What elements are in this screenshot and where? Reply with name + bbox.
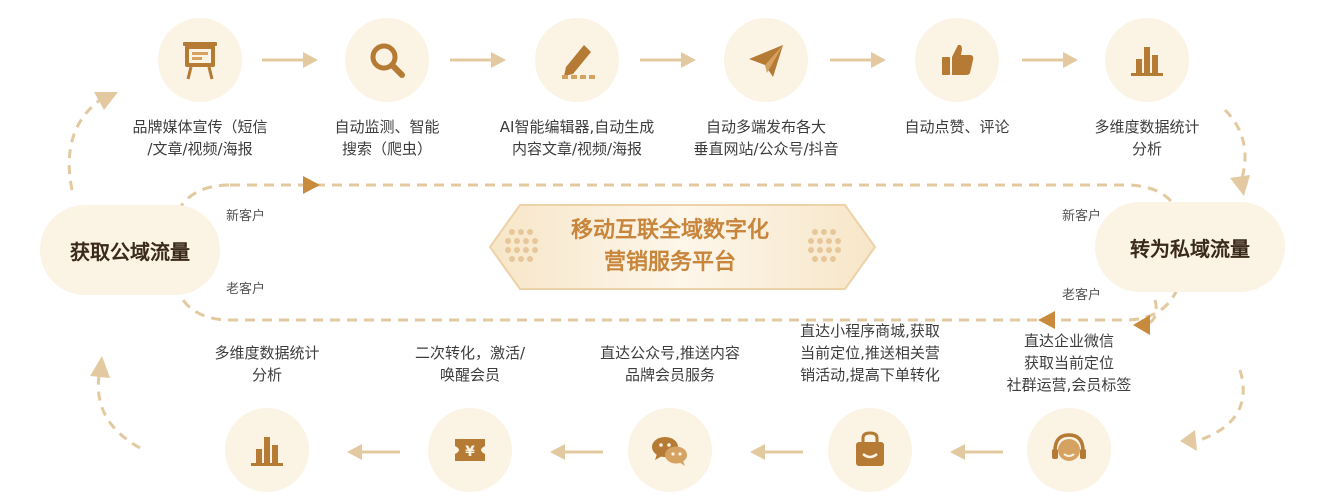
bottom-step-label-5: 直达企业微信 获取当前定位 社群运营,会员标签 — [1006, 332, 1132, 394]
wechat-icon — [652, 437, 687, 466]
top-row-arrows — [262, 52, 1078, 68]
center-title: 移动互联全域数字化 营销服务平台 — [465, 205, 875, 289]
dot-pattern-left — [505, 229, 538, 262]
outer-arrow-right-lower — [1180, 430, 1197, 451]
bottom-step-label-4: 直达小程序商城,获取 当前定位,推送相关营 销活动,提高下单转化 — [800, 322, 940, 384]
step-shopping — [828, 408, 912, 492]
edit-icon — [562, 45, 595, 79]
outer-arrow-left-upper — [94, 92, 118, 110]
old-customer-label-left: 老客户 — [226, 282, 266, 297]
new-customer-label-right: 新客户 — [1062, 209, 1102, 224]
top-step-label-5: 自动点赞、评论 — [904, 118, 1010, 136]
outer-arc-left-lower — [96, 369, 141, 450]
dot-pattern-right — [808, 229, 841, 262]
step-send — [724, 18, 808, 102]
bottom-step-label-2: 二次转化，激活/ 唤醒会员 — [414, 344, 526, 384]
headset-icon — [1052, 433, 1086, 461]
step-search — [345, 18, 429, 102]
step-edit — [535, 18, 619, 102]
bottom-step-label-1: 多维度数据统计 分析 — [214, 344, 320, 384]
outer-arrow-right-bottom — [1133, 315, 1150, 335]
loop-arrow-top — [303, 176, 320, 194]
bar-chart-icon — [1131, 47, 1163, 76]
step-like — [915, 18, 999, 102]
outer-arrow-right-top — [1230, 175, 1250, 196]
step-billboard — [158, 18, 242, 102]
step-stats-top — [1105, 18, 1189, 102]
outer-arc-left-upper — [67, 98, 101, 191]
step-coupon: ¥ — [428, 408, 512, 492]
bar-chart-icon — [251, 437, 283, 466]
old-customer-label-right: 老客户 — [1062, 288, 1102, 303]
step-wechat — [628, 408, 712, 492]
thumbs-up-icon — [942, 44, 974, 75]
bottom-step-label-3: 直达公众号,推送内容 品牌会员服务 — [600, 344, 740, 384]
step-stats-bottom — [225, 408, 309, 492]
outer-arc-right-lower — [1199, 369, 1245, 442]
outer-arc-right-bottom — [1144, 299, 1158, 327]
public-traffic-node: 获取公域流量 — [40, 205, 220, 295]
search-icon — [370, 43, 405, 78]
center-title-line1: 移动互联全域数字化 — [570, 218, 769, 243]
center-title-line2: 营销服务平台 — [603, 250, 736, 275]
coupon-icon: ¥ — [455, 439, 485, 461]
public-traffic-label: 获取公域流量 — [70, 239, 190, 264]
top-step-label-6: 多维度数据统计 分析 — [1094, 118, 1200, 158]
loop-arrow-bottom — [1038, 311, 1055, 329]
step-service — [1027, 408, 1111, 492]
outer-arrow-left-lower — [90, 356, 110, 378]
svg-text:¥: ¥ — [465, 444, 475, 460]
top-step-label-1: 品牌媒体宣传（短信 /文章/视频/海报 — [132, 118, 268, 158]
top-step-label-3: AI智能编辑器,自动生成 内容文章/视频/海报 — [499, 118, 655, 158]
private-traffic-label: 转为私域流量 — [1130, 236, 1250, 261]
billboard-icon — [183, 42, 217, 80]
send-icon — [749, 45, 783, 77]
new-customer-label-left: 新客户 — [226, 209, 266, 224]
center-hexagon — [488, 204, 877, 290]
shopping-bag-icon — [856, 431, 884, 466]
top-step-label-4: 自动多端发布各大 垂直网站/公众号/抖音 — [693, 118, 839, 158]
bottom-row-arrows — [347, 444, 1003, 460]
top-step-label-2: 自动监测、智能 搜索（爬虫） — [334, 118, 440, 158]
private-traffic-node: 转为私域流量 — [1095, 202, 1285, 292]
